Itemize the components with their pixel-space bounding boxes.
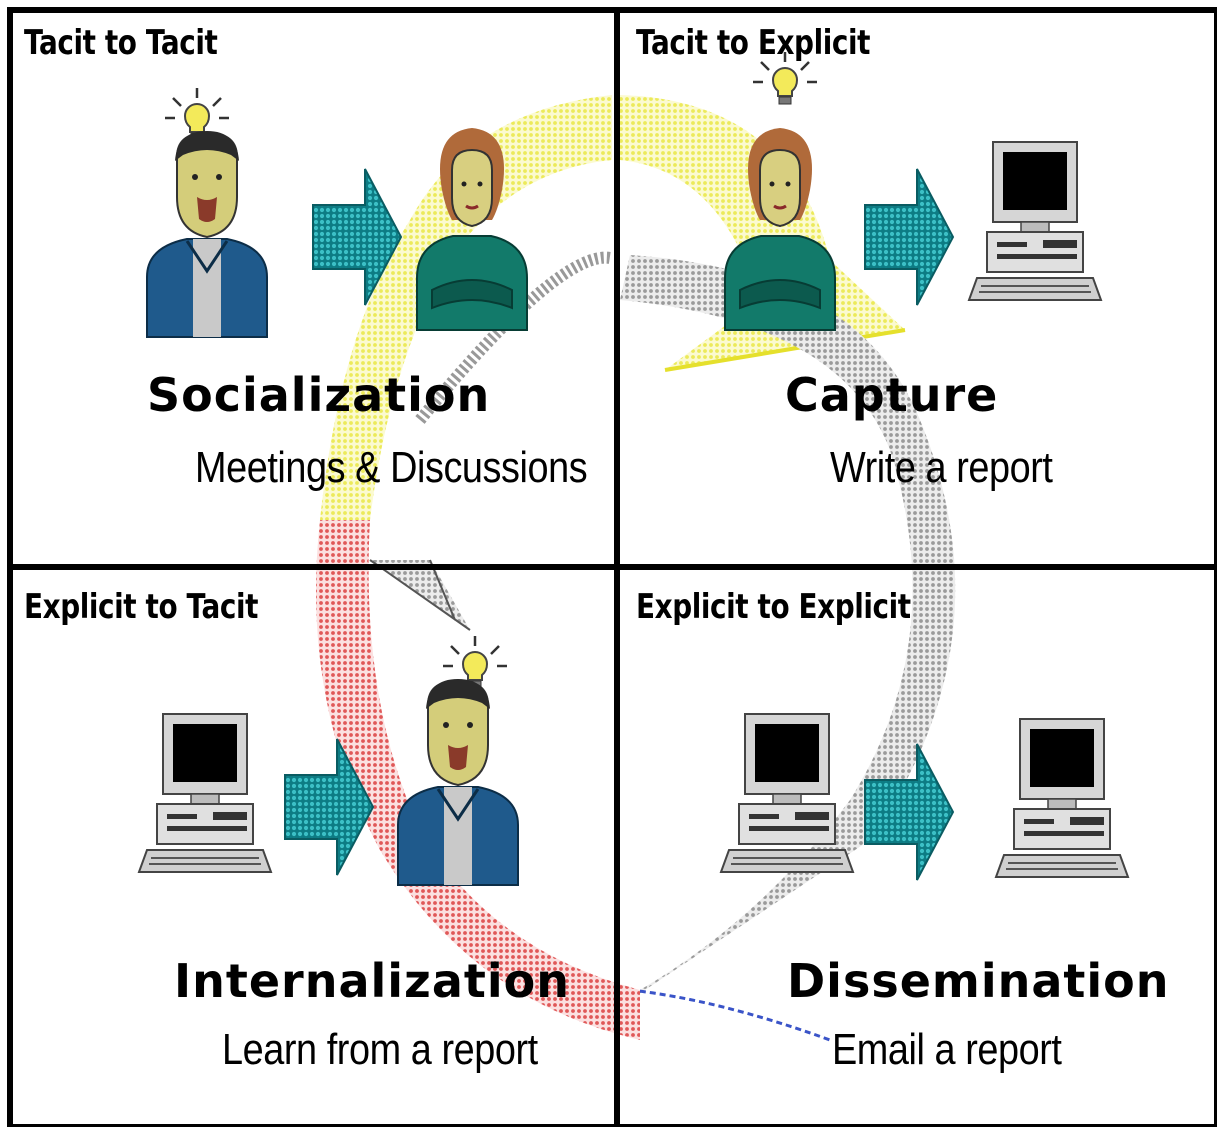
socialization-illustration	[145, 86, 529, 339]
capture-illustration	[723, 50, 1102, 332]
cycle-segment-red	[316, 520, 640, 1040]
mode-label-dissemination: Dissemination	[787, 954, 1170, 1008]
quadrant-title-tacit-to-tacit: Tacit to Tacit	[24, 23, 218, 63]
computer-icon	[995, 718, 1129, 878]
man-icon	[145, 129, 269, 339]
mode-label-capture: Capture	[785, 368, 999, 422]
quadrant-title-explicit-to-explicit: Explicit to Explicit	[636, 587, 911, 627]
quadrant-frame	[7, 7, 1217, 1127]
example-write-report: Write a report	[830, 443, 1053, 492]
computer-icon	[968, 141, 1102, 301]
computer-icon	[138, 713, 272, 873]
example-meetings-discussions: Meetings & Discussions	[195, 443, 588, 492]
quadrant-title-tacit-to-explicit: Tacit to Explicit	[636, 23, 871, 63]
quadrant-title-explicit-to-tacit: Explicit to Tacit	[24, 587, 259, 627]
man-icon	[396, 677, 520, 887]
example-email-report: Email a report	[832, 1025, 1062, 1074]
cycle-segment-gray	[620, 255, 956, 840]
example-learn-from-report: Learn from a report	[222, 1025, 538, 1074]
mode-label-socialization: Socialization	[147, 368, 491, 422]
arrow-right-icon	[864, 168, 954, 306]
mode-label-internalization: Internalization	[174, 954, 570, 1008]
